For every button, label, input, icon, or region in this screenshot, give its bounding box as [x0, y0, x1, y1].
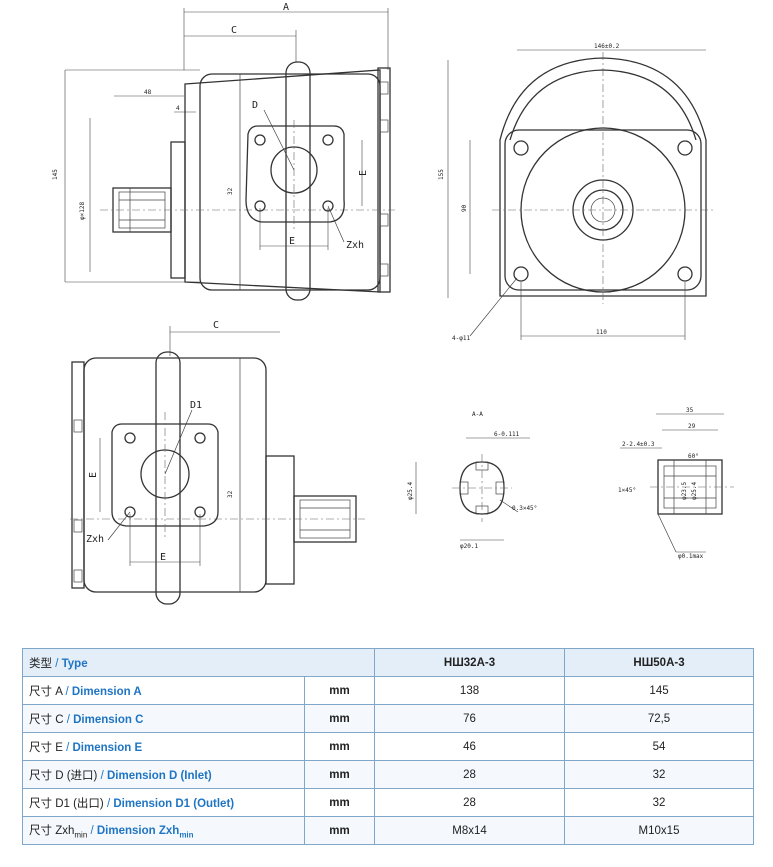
- type-header: 类型 / Type: [21, 648, 376, 677]
- svg-text:φ25.4: φ25.4: [407, 482, 414, 500]
- svg-text:32: 32: [227, 490, 234, 498]
- svg-text:φ23.5: φ23.5: [681, 482, 688, 500]
- svg-text:145: 145: [52, 169, 59, 180]
- svg-text:φ20.1: φ20.1: [460, 543, 478, 550]
- dim-d-label: D: [252, 100, 258, 111]
- rear-view: C D1 E E 32 Zxh: [70, 320, 365, 605]
- svg-text:60°: 60°: [688, 453, 699, 460]
- shaft-detail: 35 29 2-2.4±0.3 1×45° 60° φ23.5 φ25.4 φ0…: [618, 407, 734, 560]
- table-row: 尺寸 D (进口) / Dimension D (Inlet) mm 28 32: [22, 760, 755, 789]
- svg-text:110: 110: [596, 329, 607, 336]
- svg-text:E: E: [358, 170, 369, 176]
- svg-text:48: 48: [144, 89, 152, 96]
- svg-text:φ×128: φ×128: [79, 202, 86, 220]
- dim-a-label: A: [283, 2, 289, 13]
- svg-text:35: 35: [686, 407, 694, 414]
- dim-zxh-label: Zxh: [346, 240, 364, 251]
- dim-d1-label: D1: [190, 400, 202, 411]
- svg-text:φ0.1max: φ0.1max: [678, 553, 704, 560]
- spec-table: 类型 / Type НШ32А-3 НШ50А-3 尺寸 A / Dimensi…: [21, 648, 755, 845]
- svg-text:6-0.111: 6-0.111: [494, 431, 520, 438]
- table-row: 尺寸 Zxhmin / Dimension Zxhmin mm M8x14 M1…: [22, 816, 755, 845]
- side-view: 146±0.2 155 90 110 4-φ11: [438, 43, 716, 342]
- svg-text:E: E: [88, 472, 99, 478]
- svg-text:φ25.4: φ25.4: [691, 482, 698, 500]
- rear-dim-e-label: E: [160, 552, 166, 563]
- svg-text:29: 29: [688, 423, 696, 430]
- table-row: 尺寸 C / Dimension C mm 76 72,5: [22, 704, 755, 733]
- dim-c-label: C: [231, 25, 237, 36]
- svg-text:32: 32: [227, 187, 234, 195]
- svg-text:4: 4: [176, 105, 180, 112]
- table-row: 尺寸 A / Dimension A mm 138 145: [22, 676, 755, 705]
- svg-text:0.3×45°: 0.3×45°: [512, 505, 537, 512]
- svg-text:155: 155: [438, 169, 445, 180]
- technical-drawing: A C 48 4 145 φ×128: [52, 2, 734, 605]
- dim-e-label: E: [289, 236, 295, 247]
- rear-dim-zxh-label: Zxh: [86, 534, 104, 545]
- front-view: A C 48 4 145 φ×128: [52, 2, 395, 301]
- model-1-header: НШ32А-3: [374, 648, 566, 677]
- table-row: 尺寸 E / Dimension E mm 46 54: [22, 732, 755, 761]
- table-row: 尺寸 D1 (出口) / Dimension D1 (Outlet) mm 28…: [22, 788, 755, 817]
- section-a-a: A-A 6-0.111 φ25.4 φ20.1 0.3×45°: [407, 411, 537, 550]
- rear-dim-c-label: C: [213, 320, 219, 331]
- model-2-header: НШ50А-3: [564, 648, 755, 677]
- svg-text:2-2.4±0.3: 2-2.4±0.3: [622, 441, 655, 448]
- svg-text:146±0.2: 146±0.2: [594, 43, 620, 50]
- svg-text:4-φ11: 4-φ11: [452, 335, 470, 342]
- table-header-row: 类型 / Type НШ32А-3 НШ50А-3: [21, 648, 755, 677]
- svg-text:A-A: A-A: [472, 411, 483, 418]
- svg-text:1×45°: 1×45°: [618, 487, 636, 494]
- svg-text:90: 90: [461, 204, 468, 212]
